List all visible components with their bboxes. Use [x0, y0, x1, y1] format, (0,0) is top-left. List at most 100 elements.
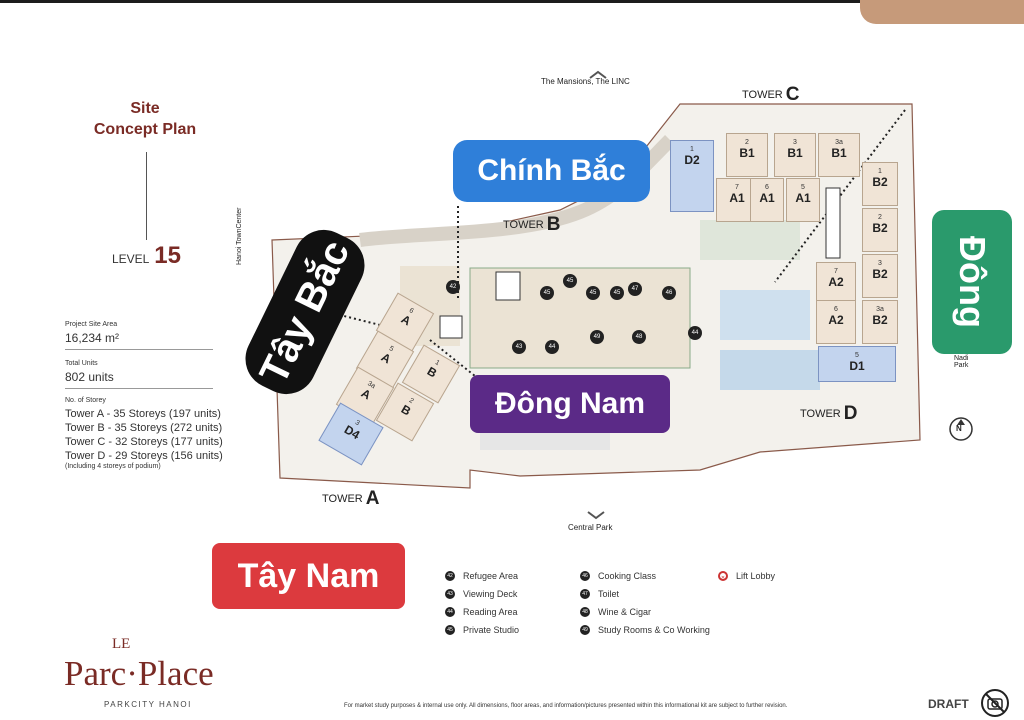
storey-row: Tower C - 32 Storeys (177 units) [65, 436, 223, 448]
lift-core [439, 315, 463, 339]
amenity-marker: 45 [563, 274, 577, 288]
unit-number: 1 [878, 168, 882, 175]
storey-row: Tower B - 35 Storeys (272 units) [65, 422, 223, 434]
total-units-value: 802 units [65, 370, 114, 384]
amenity-marker: 45 [586, 286, 600, 300]
draft-label: DRAFT [928, 697, 969, 711]
amenity-marker: 48 [632, 330, 646, 344]
logo-name: Parc·Place [64, 654, 214, 693]
legend-label: Wine & Cigar [598, 607, 652, 617]
pool [720, 290, 810, 340]
north-letter: N [956, 424, 962, 433]
storey-row: Tower A - 35 Storeys (197 units) [65, 408, 221, 420]
legend-label: Viewing Deck [463, 589, 518, 599]
unit-type: B1 [831, 146, 847, 160]
unit-number: 1 [690, 146, 694, 153]
legend-label: Study Rooms & Co Working [598, 625, 710, 635]
amenity-marker: 45 [540, 286, 554, 300]
direction-east-label: Đông [932, 210, 1012, 354]
unit-number: 7 [735, 184, 739, 191]
title-line2: Concept Plan [93, 121, 197, 138]
disclaimer-text: For market study purposes & internal use… [344, 703, 788, 709]
tower-letter: B [546, 214, 561, 235]
title-divider [146, 152, 147, 240]
page-title: Site Concept Plan [60, 98, 230, 140]
tower-prefix: TOWER [800, 408, 841, 420]
unit-type: D1 [849, 359, 865, 373]
amenity-marker: 44 [545, 340, 559, 354]
unit-type: B1 [787, 146, 803, 160]
pool [720, 350, 820, 390]
unit-number: 5 [855, 352, 859, 359]
lift-core [825, 187, 841, 259]
legend-code: 44 [445, 607, 455, 617]
amenity-marker: 49 [590, 330, 604, 344]
logo-prefix: LE [112, 636, 131, 652]
storey-label: No. of Storey [65, 397, 106, 404]
legend-label: Lift Lobby [736, 571, 776, 581]
level-number: 15 [154, 242, 181, 269]
up-arrow-icon [589, 70, 607, 79]
left-road-label: Hanoi TownCenter [236, 207, 243, 265]
storey-row: Tower D - 29 Storeys (156 units) [65, 450, 223, 462]
amenity-marker: 47 [628, 282, 642, 296]
amenity-marker: 44 [688, 326, 702, 340]
unit-type: B2 [872, 221, 888, 235]
legend-code: 42 [445, 571, 455, 581]
legend-label: Refugee Area [463, 571, 519, 581]
legend-code: 46 [580, 571, 590, 581]
title-line1: Site [130, 100, 160, 117]
top-landmark: The Mansions, The LINC [541, 77, 630, 86]
amenity-marker: 43 [512, 340, 526, 354]
sightline [774, 109, 906, 283]
amenity-marker: 42 [446, 280, 460, 294]
logo-subtitle: PARKCITY HANOI [104, 700, 192, 709]
unit-type: D2 [684, 153, 700, 167]
level-label: LEVEL [112, 252, 149, 266]
unit-number: 3a [835, 139, 843, 146]
corner-tab [860, 0, 1024, 24]
legend-label: Toilet [598, 589, 620, 599]
total-units-label: Total Units [65, 360, 98, 367]
lift-core [495, 271, 521, 301]
legend-code: 43 [445, 589, 455, 599]
amenity-marker: 45 [610, 286, 624, 300]
no-camera-icon [981, 689, 1009, 717]
unit-type: A2 [828, 313, 844, 327]
legend-item: 43 Viewing Deck [445, 589, 517, 599]
direction-east-text: Đông [952, 236, 993, 328]
legend-item: 47 Toilet [580, 589, 619, 599]
unit-type: A1 [759, 191, 775, 205]
site-area-value: 16,234 m² [65, 331, 120, 345]
legend-code: 48 [580, 607, 590, 617]
direction-southeast-label: Đông Nam [470, 375, 670, 433]
legend-code: 47 [580, 589, 590, 599]
legend-item: 42 Refugee Area [445, 571, 518, 581]
tower-letter: A [365, 488, 380, 509]
tower-prefix: TOWER [742, 89, 783, 101]
unit-number: 3 [793, 139, 797, 146]
direction-north-label: Chính Bắc [453, 140, 650, 202]
direction-southwest-label: Tây Nam [212, 543, 405, 609]
tower-prefix: TOWER [322, 493, 363, 505]
right-road-label: Nadi Park [954, 355, 969, 369]
unit-type: A1 [795, 191, 811, 205]
level-indicator: LEVEL 15 [112, 242, 181, 270]
unit-number: 6 [834, 306, 838, 313]
divider [65, 349, 213, 350]
divider [65, 388, 213, 389]
unit-number: 2 [745, 139, 749, 146]
